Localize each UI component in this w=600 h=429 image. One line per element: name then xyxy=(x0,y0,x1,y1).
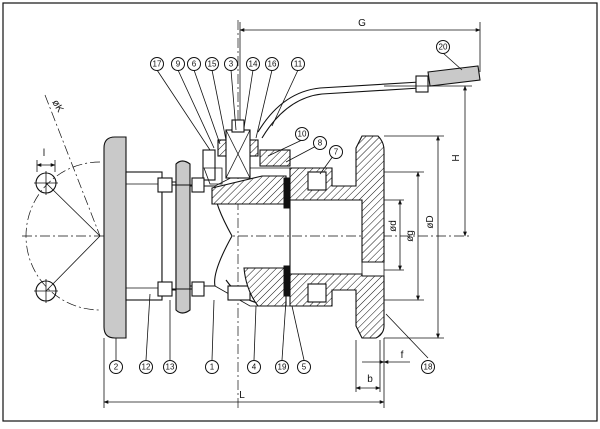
dim-g-inner-label: øg xyxy=(405,230,416,242)
svg-text:15: 15 xyxy=(208,60,217,69)
balloon-3: 3 xyxy=(224,57,238,71)
right-body-section xyxy=(289,135,385,339)
leader-lines xyxy=(115,52,463,361)
dim-g-label: G xyxy=(358,18,366,29)
dim-d-outer-label: øD xyxy=(425,215,436,228)
balloon-12: 12 xyxy=(139,360,153,374)
balloon-2: 2 xyxy=(109,360,123,374)
balloon-1: 1 xyxy=(205,360,219,374)
svg-text:16: 16 xyxy=(268,60,277,69)
balloon-11: 11 xyxy=(291,57,305,71)
svg-text:20: 20 xyxy=(439,43,448,52)
svg-text:9: 9 xyxy=(176,60,181,69)
balloon-14: 14 xyxy=(246,57,260,71)
svg-text:6: 6 xyxy=(192,60,197,69)
valve-body xyxy=(161,160,296,314)
svg-text:2: 2 xyxy=(114,363,119,372)
part-balloons: 17 9 6 15 3 14 16 11 20 10 8 7 2 12 13 1… xyxy=(109,40,450,374)
balloon-18: 18 xyxy=(421,360,435,374)
dim-l-length-label: L xyxy=(239,390,245,401)
balloon-10: 10 xyxy=(295,127,309,141)
balloon-6: 6 xyxy=(187,57,201,71)
handle-lever xyxy=(257,65,481,139)
svg-text:13: 13 xyxy=(166,363,175,372)
left-flange xyxy=(103,136,163,339)
svg-text:12: 12 xyxy=(142,363,151,372)
svg-text:17: 17 xyxy=(153,60,162,69)
balloon-9: 9 xyxy=(171,57,185,71)
svg-text:4: 4 xyxy=(252,363,257,372)
balloon-4: 4 xyxy=(247,360,261,374)
dim-l-label: l xyxy=(43,148,45,159)
dimensions: G H øD øg ød L b f xyxy=(103,18,481,408)
left-bolts xyxy=(157,177,205,297)
balloon-19: 19 xyxy=(275,360,289,374)
dim-b-label: b xyxy=(367,374,373,385)
svg-text:7: 7 xyxy=(334,148,339,157)
seat-rings xyxy=(283,177,291,297)
flange-end-view: l øK xyxy=(25,98,101,311)
balloon-5: 5 xyxy=(297,360,311,374)
svg-text:14: 14 xyxy=(249,60,258,69)
balloon-20: 20 xyxy=(436,40,450,54)
balloon-15: 15 xyxy=(205,57,219,71)
dim-f-label: f xyxy=(401,350,404,361)
balloon-13: 13 xyxy=(163,360,177,374)
balloon-17: 17 xyxy=(150,57,164,71)
svg-text:10: 10 xyxy=(298,130,307,139)
svg-text:11: 11 xyxy=(294,60,303,69)
dim-h-label: H xyxy=(451,154,462,161)
balloon-16: 16 xyxy=(265,57,279,71)
dim-d-inner-label: ød xyxy=(388,220,399,232)
svg-text:18: 18 xyxy=(424,363,433,372)
center-lines xyxy=(22,20,470,410)
svg-text:3: 3 xyxy=(229,60,234,69)
svg-text:8: 8 xyxy=(318,139,323,148)
svg-text:19: 19 xyxy=(278,363,287,372)
handle-grip xyxy=(427,65,481,87)
stem-assembly xyxy=(202,119,291,185)
page-border xyxy=(2,2,598,422)
svg-text:5: 5 xyxy=(302,363,307,372)
balloon-7: 7 xyxy=(329,145,343,159)
svg-text:1: 1 xyxy=(210,363,215,372)
balloon-8: 8 xyxy=(313,136,327,150)
